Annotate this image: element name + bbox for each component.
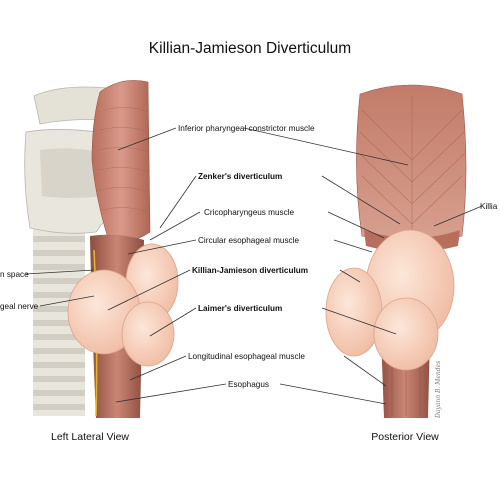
laimer-sac-posterior bbox=[374, 298, 438, 370]
posterior-illustration bbox=[326, 85, 466, 418]
figure-title: Killian-Jamieson Diverticulum bbox=[149, 40, 351, 57]
label-killian-partial: Killia bbox=[480, 202, 498, 211]
laimer-sac-left bbox=[122, 302, 174, 366]
label-killian-jamieson-diverticulum: Killian-Jamieson diverticulum bbox=[192, 266, 308, 275]
label-laimer-diverticulum: Laimer's diverticulum bbox=[198, 304, 282, 313]
label-longitudinal-esophageal: Longitudinal esophageal muscle bbox=[188, 352, 305, 361]
label-space-partial: n space bbox=[0, 270, 29, 279]
label-nerve-partial: geal nerve bbox=[0, 302, 39, 311]
label-zenker-diverticulum: Zenker's diverticulum bbox=[198, 172, 282, 181]
caption-left-lateral-view: Left Lateral View bbox=[51, 431, 129, 443]
left-lateral-illustration bbox=[25, 80, 178, 418]
label-inferior-pharyngeal-constrictor: Inferior pharyngeal constrictor muscle bbox=[178, 124, 315, 133]
label-esophagus: Esophagus bbox=[228, 380, 269, 389]
label-cricopharyngeus: Cricopharyngeus muscle bbox=[204, 208, 295, 217]
caption-posterior-view: Posterior View bbox=[371, 431, 439, 443]
label-circular-esophageal: Circular esophageal muscle bbox=[198, 236, 299, 245]
artist-signature: Dayann B. Mendes bbox=[435, 361, 442, 419]
